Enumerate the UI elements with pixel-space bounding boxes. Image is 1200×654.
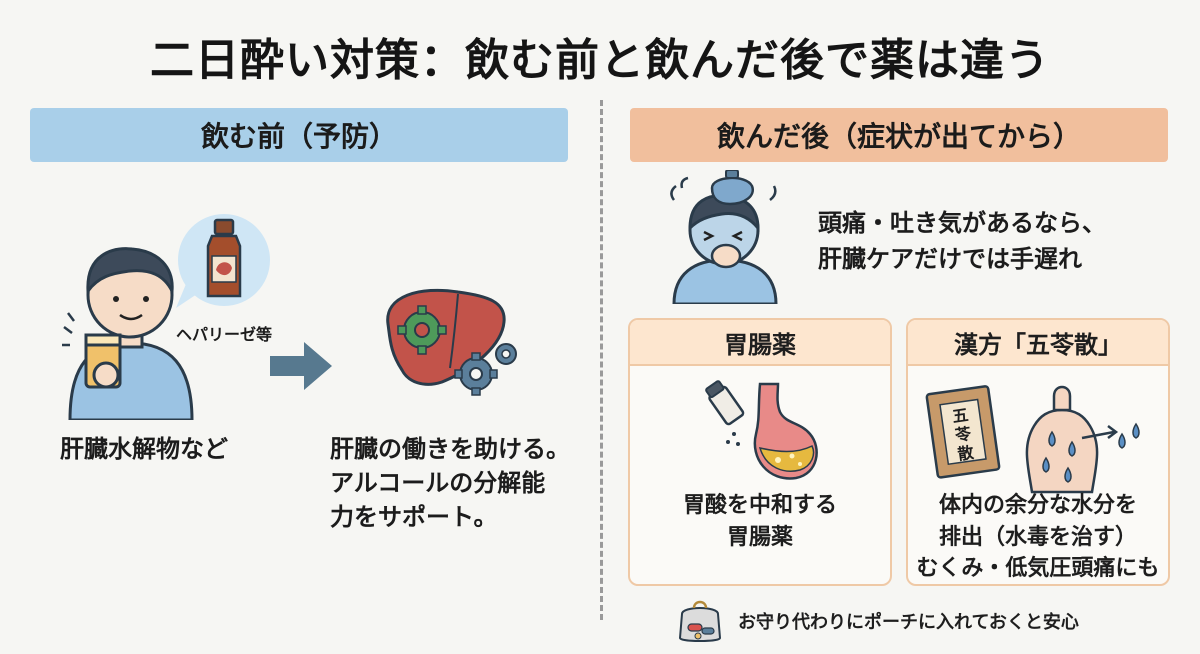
bubble-label: ヘパリーゼ等 [176,325,273,344]
gastro-desc-line-1: 胃酸を中和する [682,493,837,518]
kampo-medicine-card: 漢方「五苓散」 五苓散 体内の余分な水分を 排出（水毒を治す） むくみ・低気圧頭… [906,318,1170,586]
person-drinking-illustration [62,247,194,420]
symptom-line-2: 肝臓ケアだけでは手遅れ [818,245,1082,273]
pouch-icon [678,600,722,642]
caption-right-line-2: アルコールの分解能 [330,469,546,497]
kampo-card-title: 漢方「五苓散」 [908,320,1168,366]
before-header: 飲む前（予防） [30,108,568,162]
gastro-card-title: 胃腸薬 [630,320,890,366]
gastro-medicine-card: 胃腸薬 胃酸を中和する 胃腸薬 [628,318,892,586]
stomach-medicine-illustration [705,380,818,480]
footer-text: お守り代わりにポーチに入れておくと安心 [738,612,1079,633]
page-title: 二日酔い対策：飲む前と飲んだ後で薬は違う [150,35,1050,86]
right-arrow-icon [270,342,332,390]
section-divider [600,100,603,620]
gastro-desc-line-2: 胃腸薬 [726,525,793,550]
green-gear-icon [397,305,447,355]
symptom-line-1: 頭痛・吐き気があるなら、 [818,209,1106,237]
footer-tip: お守り代わりにポーチに入れておくと安心 [676,596,1156,646]
kampo-note: むくみ・低気圧頭痛にも [916,556,1160,581]
after-header: 飲んだ後（症状が出てから） [630,108,1168,162]
caption-right-line-3: 力をサポート。 [330,503,498,531]
caption-left: 肝臓水解物など [60,435,228,463]
sick-person-illustration [670,170,778,304]
supplement-bottle-bubble [176,214,270,308]
liver-gears-illustration [386,288,517,396]
caption-right-line-1: 肝臓の働きを助ける。 [330,435,570,463]
kampo-desc-line-1: 体内の余分な水分を [938,493,1137,518]
kampo-package-and-body-illustration [925,385,1140,494]
kampo-desc-line-2: 排出（水毒を治す） [938,525,1137,550]
